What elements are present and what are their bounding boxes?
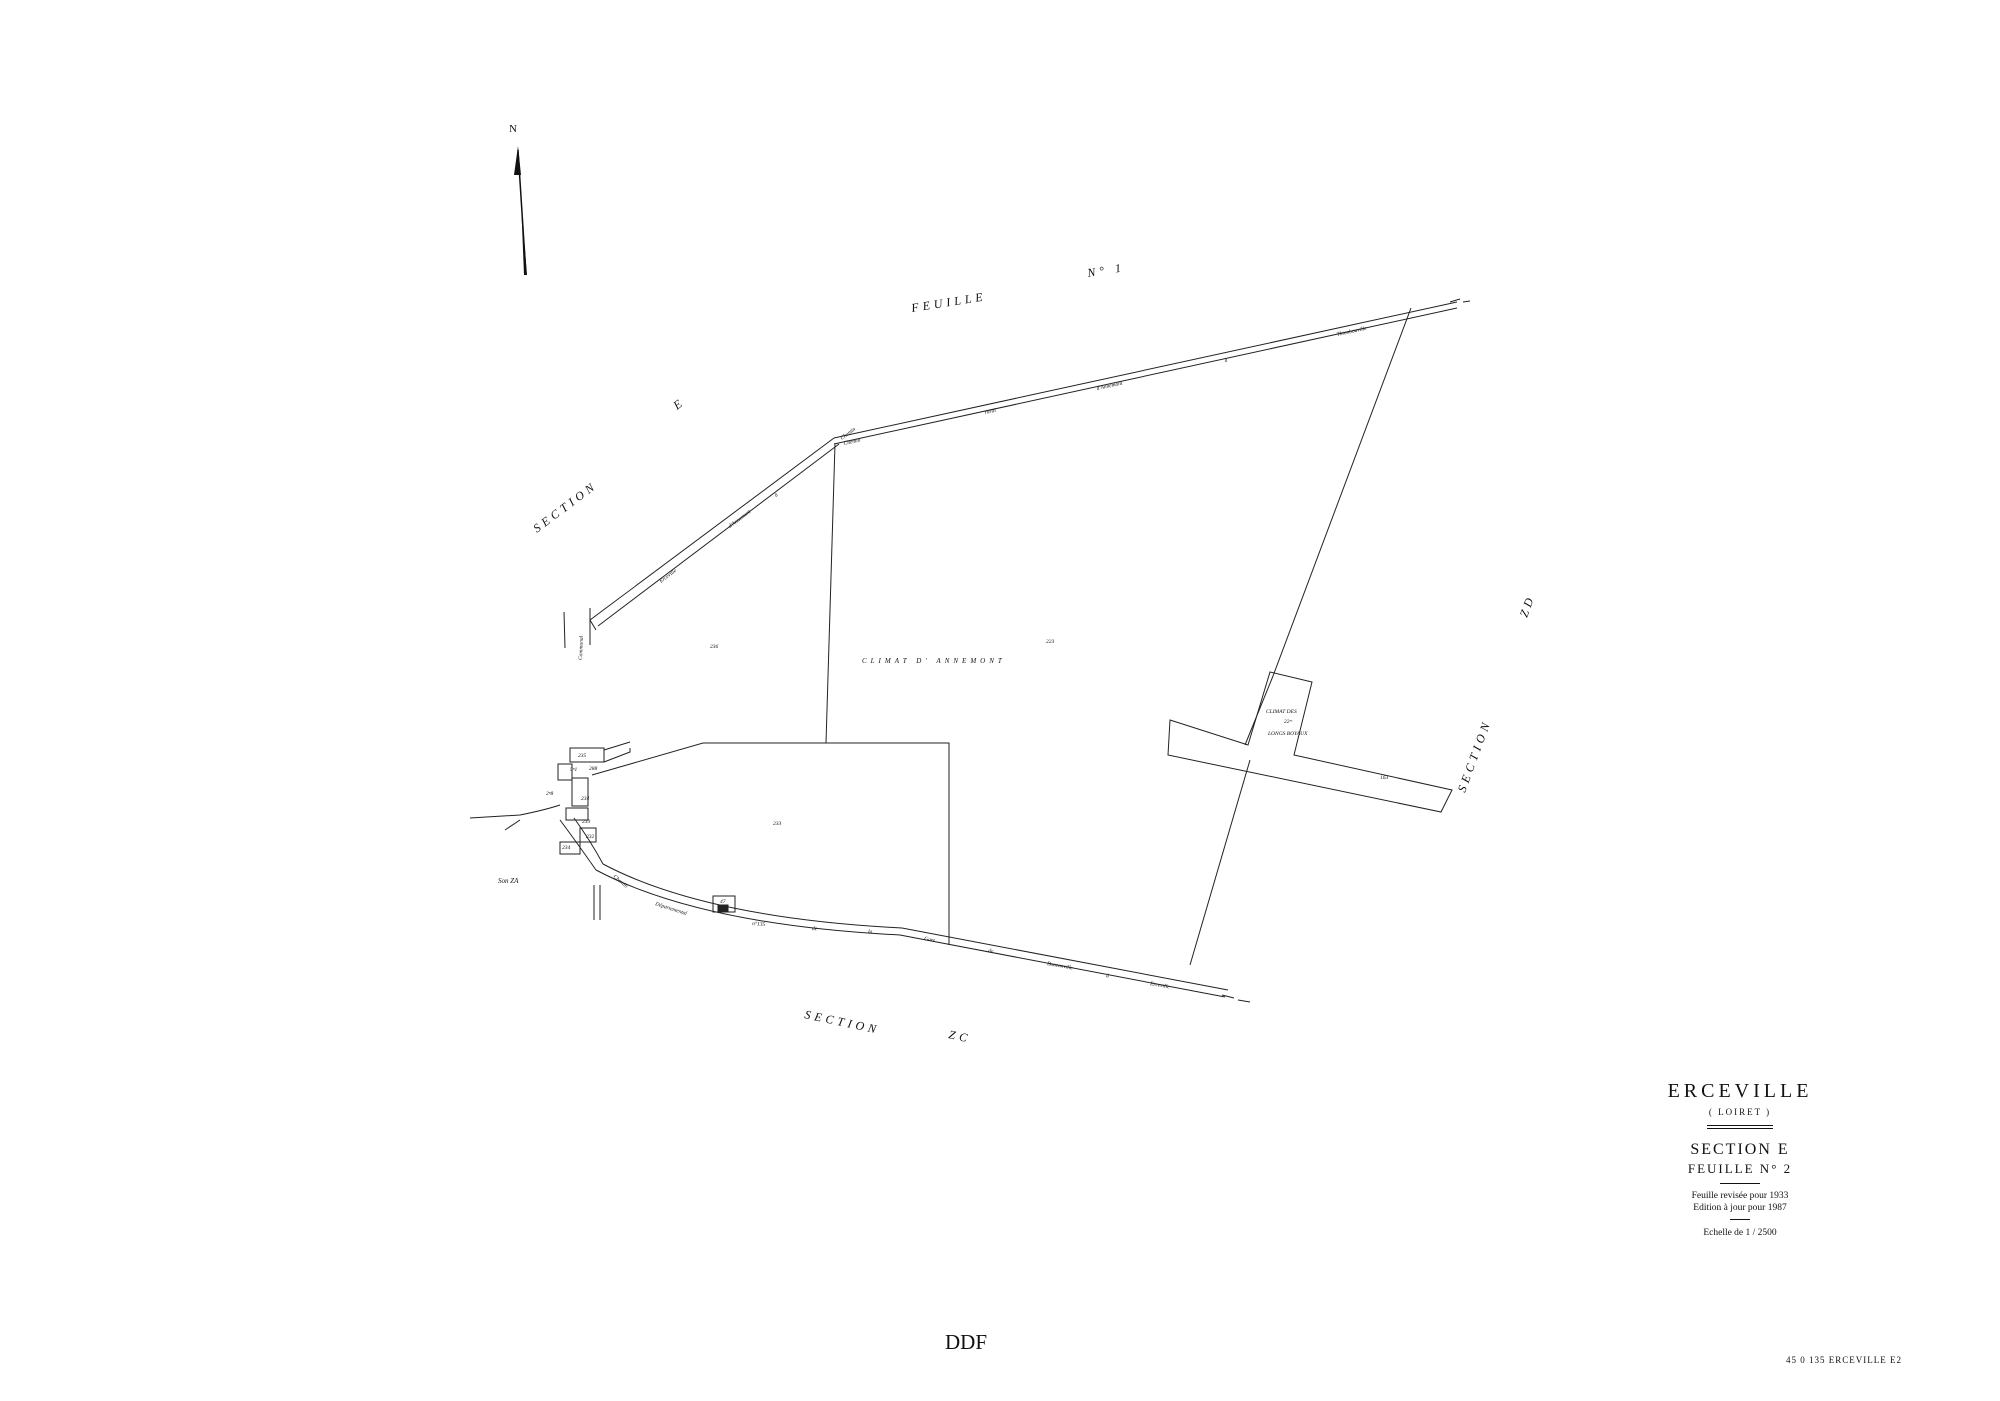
road-label: la xyxy=(868,929,873,935)
lieu-dit-boyaux-2: 22ᵉˢ xyxy=(1284,719,1293,725)
rule xyxy=(1730,1219,1750,1220)
sheet-reference: 45 0 135 ERCEVILLE E2 xyxy=(1786,1355,1902,1365)
department-name: ( LOIRET ) xyxy=(1708,1107,1772,1117)
lieu-dit-boyaux-1: CLIMAT DES xyxy=(1266,709,1297,715)
scale-note: Echelle de 1 / 2500 xyxy=(1703,1228,1777,1238)
title-block: ERCEVILLE ( LOIRET ) SECTION E FEUILLE N… xyxy=(1640,1080,1840,1238)
town-name: ERCEVILLE xyxy=(1667,1080,1813,1102)
parcel-number: 239 xyxy=(582,819,591,825)
north-arrow-icon xyxy=(514,146,527,276)
rule xyxy=(1720,1183,1760,1184)
road-label: à xyxy=(774,492,780,499)
section-zc-letter: ZC xyxy=(947,1027,972,1045)
sheet-number-top: N° 1 xyxy=(1085,260,1126,280)
sheet-label: FEUILLE xyxy=(909,289,987,315)
road-label: Erceville xyxy=(658,568,679,586)
road-label: Erceville xyxy=(1149,981,1171,991)
road-label: rural xyxy=(984,408,997,416)
lieu-dit-boyaux-3: LONGS BOYAUX xyxy=(1267,731,1308,737)
parcel-number: 5ⁿ1 xyxy=(570,767,577,773)
road-label: Bouzonville xyxy=(1047,961,1074,972)
parcel-number: 236 xyxy=(710,644,719,650)
parcel-number: 47 xyxy=(720,898,726,905)
section-title: SECTION E xyxy=(1690,1141,1790,1158)
parcel-number: 288 xyxy=(589,766,598,772)
ddf-mark: DDF xyxy=(944,1330,987,1354)
parcel-number: 232 xyxy=(586,834,595,840)
section-zd-letter: ZD xyxy=(1517,592,1538,619)
section-zc-label: SECTION xyxy=(803,1007,881,1037)
parcel-number: 233 xyxy=(773,821,782,827)
road-label: d'Annemont xyxy=(728,509,753,530)
road-label: d'Annemont xyxy=(1096,381,1123,392)
lieu-dit-annemont: CLIMAT D' ANNEMONT xyxy=(862,657,1006,665)
road-label: Gare xyxy=(924,936,937,944)
parcel-number: 2ⁿ8 xyxy=(546,791,553,797)
north-label: N xyxy=(509,123,517,135)
parcel-number: 163 xyxy=(1380,775,1389,781)
road-label: à xyxy=(1106,973,1110,979)
revision-note: Feuille revisée pour 1933 xyxy=(1691,1191,1789,1201)
sheet-title: FEUILLE N° 2 xyxy=(1687,1161,1793,1176)
parcel-number: 234 xyxy=(562,844,571,851)
road-label: Chemin xyxy=(612,874,629,890)
parcel-number: 235 xyxy=(578,753,587,759)
road-label: n°135 xyxy=(752,920,766,928)
section-e-label: SECTION xyxy=(530,478,600,535)
double-rule xyxy=(1707,1125,1773,1129)
road-label: Chemin xyxy=(843,437,861,446)
parcel-number: 234 xyxy=(581,795,590,802)
road-label: de xyxy=(812,926,818,932)
section-zd-label: SECTION xyxy=(1455,717,1494,794)
parcel-boundaries xyxy=(469,298,1471,1003)
road-label: Communal xyxy=(578,635,585,660)
section-za-label: Son ZA xyxy=(498,877,519,885)
section-e-letter: E xyxy=(670,394,688,413)
parcel-number: 223 xyxy=(1046,639,1055,645)
edition-note: Edition à jour pour 1987 xyxy=(1693,1203,1787,1213)
road-label: de xyxy=(988,948,995,955)
road-label: à xyxy=(1224,357,1228,363)
